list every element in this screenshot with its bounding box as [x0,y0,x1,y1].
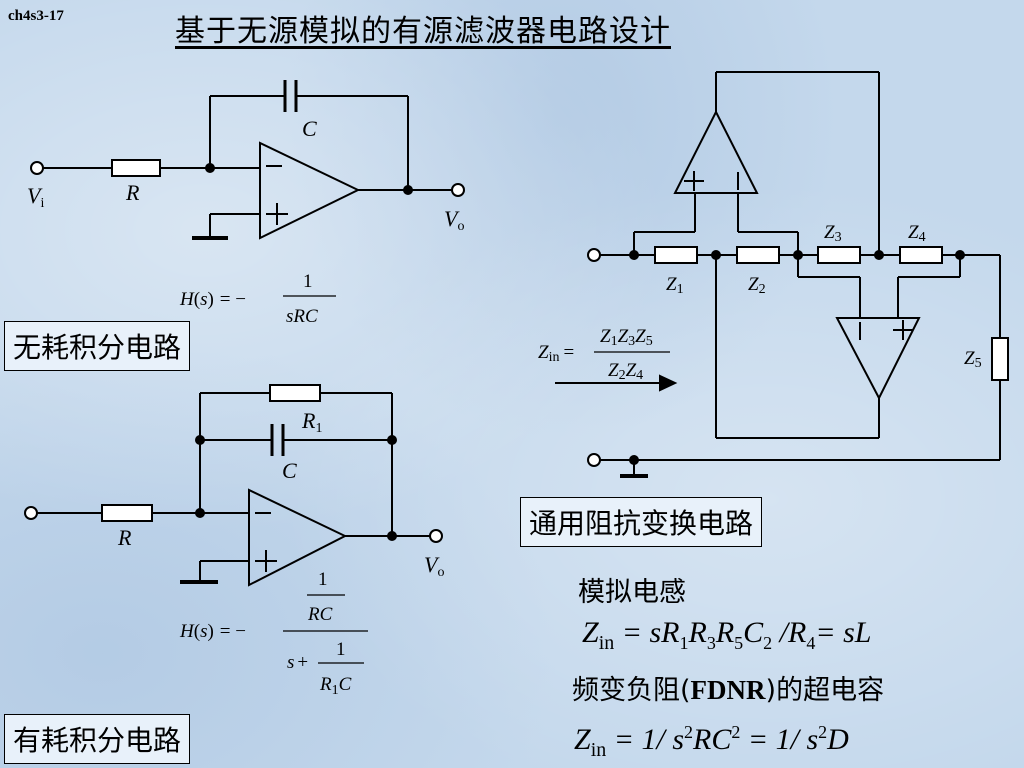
h1-den: sRC [286,306,318,327]
resistor-r-2 [101,504,153,522]
impedance-z2 [736,246,780,264]
lossy-integrator-circuit [24,384,443,587]
output-terminal-1 [451,183,465,197]
svg-text:Vi: Vi [27,183,44,211]
caption-gic: 通用阻抗变换电路 [520,497,763,547]
label-vi: V [27,183,43,208]
label-vi-sub: i [40,196,44,211]
svg-text:Zin=: Zin= [538,342,574,365]
svg-text:1: 1 [336,639,346,660]
label-z3: Z3 [824,222,842,245]
equation-fdnr: Zin = 1/ s2RC2 = 1/ s2D [574,722,849,761]
gic-circuit [555,71,1009,478]
label-c-1: C [302,116,317,141]
svg-text:RC: RC [307,604,333,625]
opamp-a2 [835,317,921,401]
output-terminal-2 [429,529,443,543]
svg-text:H(s)= −: H(s)= − [179,289,246,310]
input-terminal-1 [30,161,44,175]
caption-lossy-integrator: 有耗积分电路 [4,714,191,764]
svg-text:Z1Z3Z5: Z1Z3Z5 [600,326,653,349]
impedance-z3 [817,246,861,264]
label-z4: Z4 [908,222,926,245]
label-r1: R [301,408,316,433]
label-vo-1-sub: o [457,219,464,234]
label-z5: Z5 [964,348,982,371]
svg-text:R1C: R1C [319,674,352,698]
opamp-1 [259,141,361,240]
opamp-a1 [673,109,759,194]
gic-input-terminal-top [587,248,601,262]
fdnr-title: 频变负阻(FDNR)的超电容 [572,675,885,706]
svg-text:1: 1 [318,569,328,590]
svg-text:H(s)= −: H(s)= − [179,621,246,642]
formula-h1: H(s)= − 1 sRC [179,271,336,327]
slide-title: 基于无源模拟的有源滤波器电路设计 [175,14,671,49]
svg-text:Vo: Vo [444,206,464,234]
equation-inductor: Zin = sR1R3R5C2 /R4= sL [582,616,872,654]
opamp-2 [248,488,348,587]
svg-text:Z2Z4: Z2Z4 [608,360,643,383]
lossless-integrator-circuit [30,80,465,240]
resistor-r-1 [111,159,161,177]
caption-lossless-integrator: 无耗积分电路 [4,321,191,371]
gic-input-terminal-bottom [587,453,601,467]
h1-num: 1 [303,271,313,292]
impedance-z1 [654,246,698,264]
h2-den-s: s+ [287,652,308,673]
label-vo-2: V [424,552,440,577]
svg-text:R1: R1 [301,408,322,436]
formula-h2: H(s)= − 1 RC s+ 1 R1C [179,569,368,698]
label-r-1: R [125,180,140,205]
label-z1: Z1 [666,274,684,297]
resistor-r1 [269,384,321,402]
junction-dots [195,163,965,541]
svg-text:Vo: Vo [424,552,444,580]
label-vo-1: V [444,206,460,231]
impedance-z4 [899,246,943,264]
label-r-2: R [117,525,132,550]
label-z2: Z2 [748,274,766,297]
label-c-2: C [282,458,297,483]
impedance-z5 [991,337,1009,381]
zin-arrow [659,374,678,392]
input-terminal-2 [24,506,38,520]
slide-id: ch4s3-17 [8,8,64,24]
formula-zin: Zin= Z1Z3Z5 Z2Z4 [538,326,670,383]
sim-inductor-title: 模拟电感 [578,577,686,608]
